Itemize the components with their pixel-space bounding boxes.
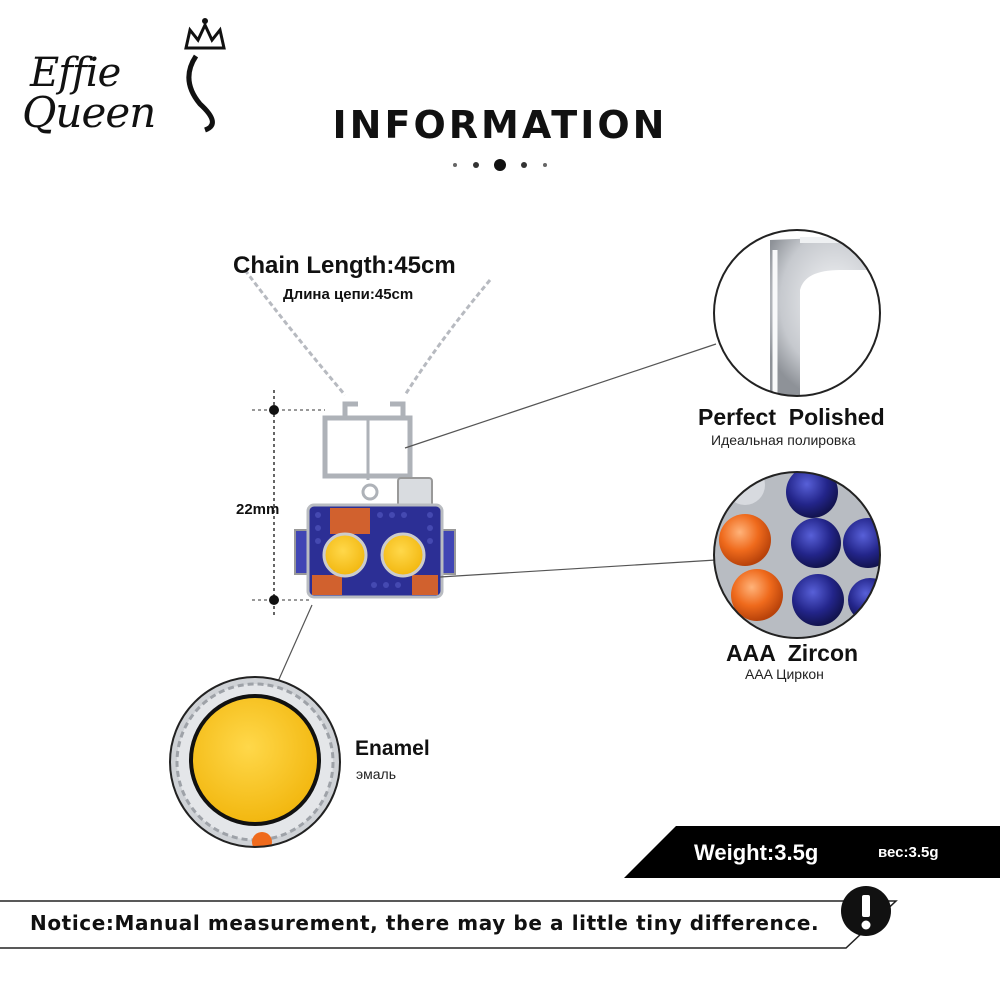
necklace-chain — [243, 269, 492, 396]
zircon-label: AAA Zircon — [726, 640, 859, 666]
pendant-body — [294, 477, 456, 599]
pendant-bail — [322, 401, 413, 501]
enamel-detail-circle — [169, 676, 341, 848]
weight-bar — [624, 826, 1000, 878]
size-label: 22mm — [236, 501, 280, 518]
zircon-label-ru: AAA Циркон — [745, 666, 824, 682]
enamel-label-ru: эмаль — [356, 766, 397, 782]
page-title: INFORMATION — [332, 103, 668, 147]
crown-icon — [184, 18, 226, 133]
title-dots — [453, 159, 547, 171]
exclamation-icon — [841, 886, 891, 936]
polished-label: Perfect Polished — [698, 404, 885, 430]
weight-label-ru: вес:3.5g — [878, 844, 939, 861]
logo-queen: Queen — [22, 88, 156, 137]
chain-length-label-ru: Длина цепи:45cm — [283, 286, 414, 303]
weight-label: Weight:3.5g — [694, 840, 819, 865]
polished-detail-circle — [713, 229, 881, 397]
zircon-detail-circle — [713, 471, 881, 639]
size-dimension-marker — [252, 390, 325, 615]
polished-label-ru: Идеальная полировка — [711, 432, 856, 448]
enamel-label: Enamel — [355, 737, 430, 760]
notice-text: Notice:Manual measurement, there may be … — [30, 911, 820, 935]
logo-effie: Effie — [30, 50, 121, 96]
chain-length-label: Chain Length:45cm — [233, 252, 456, 279]
